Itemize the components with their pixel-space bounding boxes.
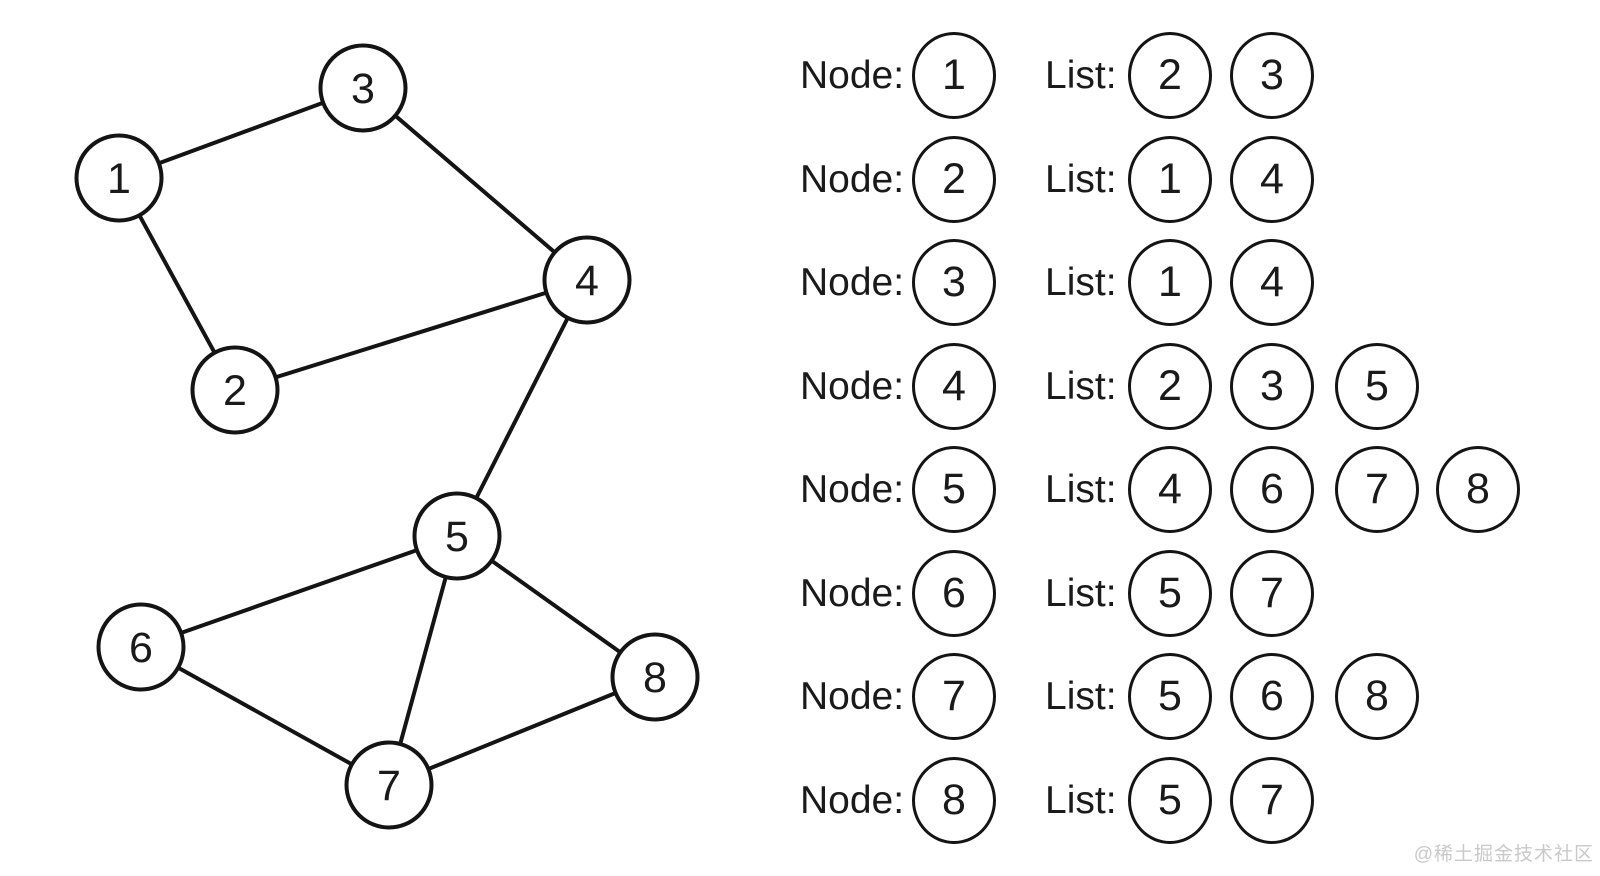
graph-node-label: 4 — [575, 257, 599, 305]
node-label: Node: — [800, 364, 905, 408]
node-circle: 6 — [912, 549, 996, 637]
list-label: List: — [1045, 364, 1117, 408]
node-circle: 3 — [912, 239, 996, 326]
watermark: @稀土掘金技术社区 — [1413, 844, 1594, 865]
graph-node: 4 — [542, 235, 632, 325]
graph-node: 2 — [190, 345, 280, 435]
graph-node-circle — [190, 345, 280, 435]
node-circle: 5 — [912, 446, 996, 533]
graph-node-label: 7 — [377, 762, 401, 810]
graph-edge — [140, 534, 458, 649]
graph-node-label: 1 — [107, 155, 131, 203]
graph-node-circle — [542, 235, 632, 325]
list-circle: 8 — [1436, 446, 1520, 533]
list-circle: 3 — [1230, 342, 1314, 430]
graph-node-circle — [318, 43, 408, 133]
list-circle: 2 — [1128, 342, 1212, 430]
graph-node-label: 3 — [351, 65, 375, 113]
list-circle: 5 — [1128, 756, 1212, 844]
list-label: List: — [1045, 468, 1117, 511]
list-label: List: — [1045, 157, 1117, 201]
graph-node-label: 8 — [643, 654, 667, 702]
list-label: List: — [1045, 778, 1117, 822]
list-circle: 1 — [1128, 135, 1212, 223]
graph-node: 6 — [96, 602, 186, 692]
graph-diagram: 1 2 3 4 5 6 7 8 — [74, 43, 700, 830]
graph-edge — [388, 675, 656, 787]
node-label: Node: — [800, 571, 905, 615]
graph-node: 8 — [610, 632, 700, 722]
node-circle: 7 — [912, 653, 996, 740]
graph-node-circle — [412, 491, 502, 581]
list-circle: 4 — [1128, 446, 1212, 533]
graph-node-label: 2 — [223, 367, 247, 415]
node-circle: 2 — [912, 135, 996, 223]
node-circle: 1 — [912, 32, 996, 119]
graph-node-circle — [610, 632, 700, 722]
list-circle: 1 — [1128, 239, 1212, 326]
list-circle: 7 — [1230, 756, 1314, 844]
graph-node: 5 — [412, 491, 502, 581]
graph-node: 7 — [344, 740, 434, 830]
list-circle: 2 — [1128, 32, 1212, 119]
list-label: List: — [1045, 571, 1117, 615]
list-circle: 6 — [1230, 446, 1314, 533]
list-circle: 5 — [1128, 549, 1212, 637]
list-label: List: — [1045, 675, 1117, 718]
graph-node-circle — [344, 740, 434, 830]
graph-edge — [455, 279, 589, 537]
node-label: Node: — [800, 675, 905, 718]
node-label: Node: — [800, 157, 905, 201]
node-label: Node: — [800, 468, 905, 511]
graph-edge — [234, 278, 588, 392]
list-circle: 4 — [1230, 239, 1314, 326]
graph-node-circle — [96, 602, 186, 692]
list-circle: 6 — [1230, 653, 1314, 740]
graph-edge — [140, 645, 390, 787]
graph-node-label: 6 — [129, 624, 153, 672]
list-label: List: — [1045, 261, 1117, 304]
graph-node: 3 — [318, 43, 408, 133]
graph-node-label: 5 — [445, 513, 469, 561]
list-circle: 7 — [1335, 446, 1419, 533]
graph-node-circle — [74, 133, 164, 223]
graph-edge — [361, 86, 589, 282]
list-circle: 5 — [1128, 653, 1212, 740]
list-label: List: — [1045, 54, 1117, 97]
node-label: Node: — [800, 261, 905, 304]
node-circle: 4 — [912, 342, 996, 430]
list-circle: 8 — [1335, 653, 1419, 740]
node-label: Node: — [800, 778, 905, 822]
graph-node: 1 — [74, 133, 164, 223]
list-circle: 4 — [1230, 135, 1314, 223]
list-circle: 3 — [1230, 32, 1314, 119]
list-circle: 7 — [1230, 549, 1314, 637]
list-circle: 5 — [1335, 342, 1419, 430]
node-circle: 8 — [912, 756, 996, 844]
node-label: Node: — [800, 54, 905, 97]
